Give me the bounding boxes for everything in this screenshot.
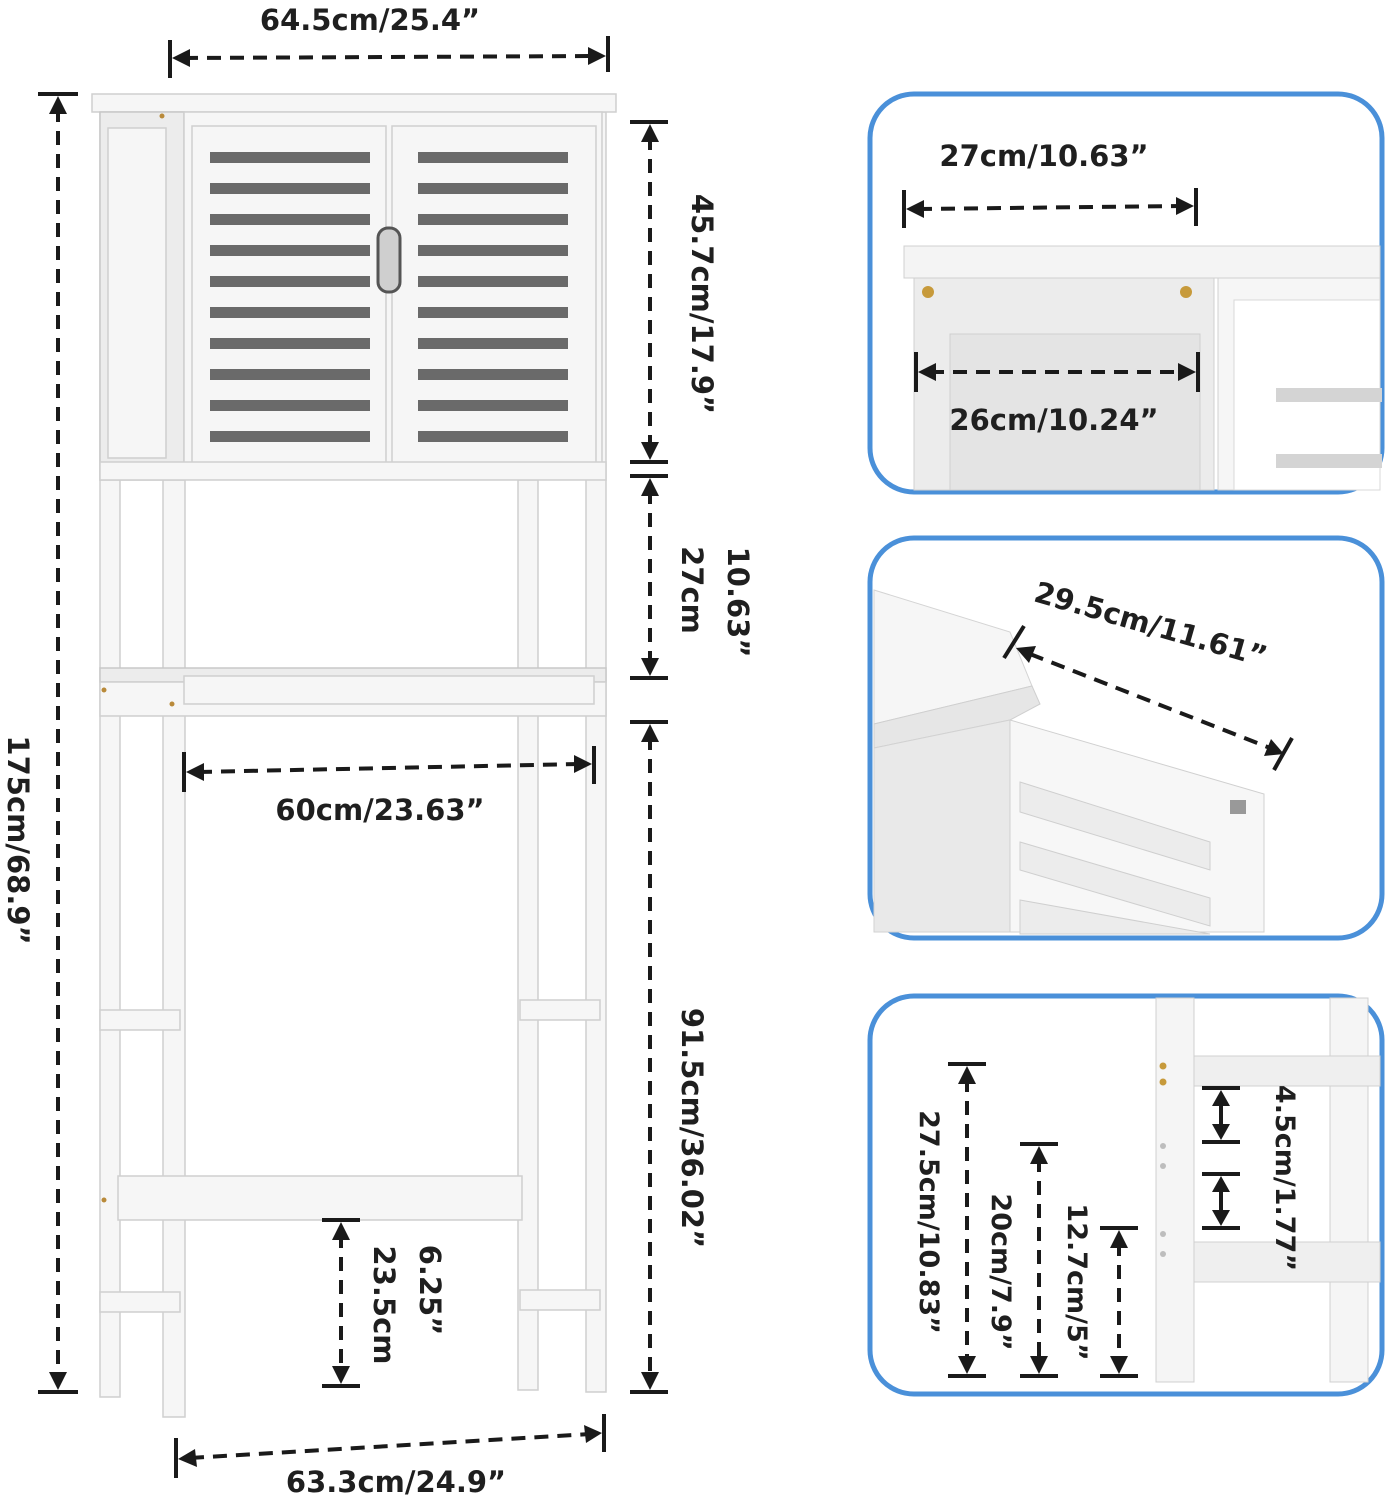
lower-height-label: 91.5cm/36.02” — [675, 1008, 709, 1248]
door-handle — [376, 226, 402, 294]
top-width-label: 64.5cm/25.4” — [260, 3, 480, 37]
height-a-label: 27.5cm/10.83” — [913, 1110, 944, 1334]
shelf-gap-label-line1: 10.63” — [721, 547, 755, 658]
cabinet-height-label: 45.7cm/17.9” — [685, 194, 719, 414]
shelf-width-label: 60cm/23.63” — [275, 793, 484, 827]
total-height-dimension: 175cm/68.9” — [1, 92, 78, 1394]
total-height-label: 175cm/68.9” — [1, 735, 35, 944]
top-width-dimension: 64.5cm/25.4” — [168, 3, 610, 78]
lower-height-dimension: 91.5cm/36.02” — [630, 720, 709, 1394]
bar-height-dimension: 6.25” 23.5cm — [322, 1218, 447, 1388]
height-b-label: 20cm/7.9” — [985, 1193, 1016, 1350]
detail-panel-bottom: 27.5cm/10.83” 20cm/7.9” 12.7cm/5” 4.5cm/… — [867, 993, 1385, 1397]
shelf-gap-label-line2: 27cm — [675, 546, 709, 634]
shelf-gap-dimension: 10.63” 27cm — [630, 474, 755, 680]
bar-height-label-line1: 6.25” — [413, 1245, 447, 1336]
top-depth-label: 27cm/10.63” — [939, 139, 1148, 173]
shelf-width-dimension: 60cm/23.63” — [182, 746, 596, 827]
height-c-label: 12.7cm/5” — [1061, 1203, 1092, 1360]
detail-panel-middle: 29.5cm/11.61” — [867, 535, 1385, 941]
base-width-dimension: 63.3cm/24.9” — [174, 1414, 606, 1499]
cabinet-height-dimension: 45.7cm/17.9” — [630, 120, 719, 464]
right-door-slats — [418, 152, 568, 442]
detail-panel-top: 27cm/10.63” 26cm/10.24” — [867, 91, 1385, 495]
spacing-label: 4.5cm/1.77” — [1269, 1085, 1300, 1271]
cabinet-illustration — [91, 93, 617, 1418]
left-door-slats — [210, 152, 370, 442]
base-width-label: 63.3cm/24.9” — [286, 1465, 506, 1499]
bar-height-label-line2: 23.5cm — [367, 1246, 401, 1365]
inner-depth-label: 26cm/10.24” — [949, 403, 1158, 437]
